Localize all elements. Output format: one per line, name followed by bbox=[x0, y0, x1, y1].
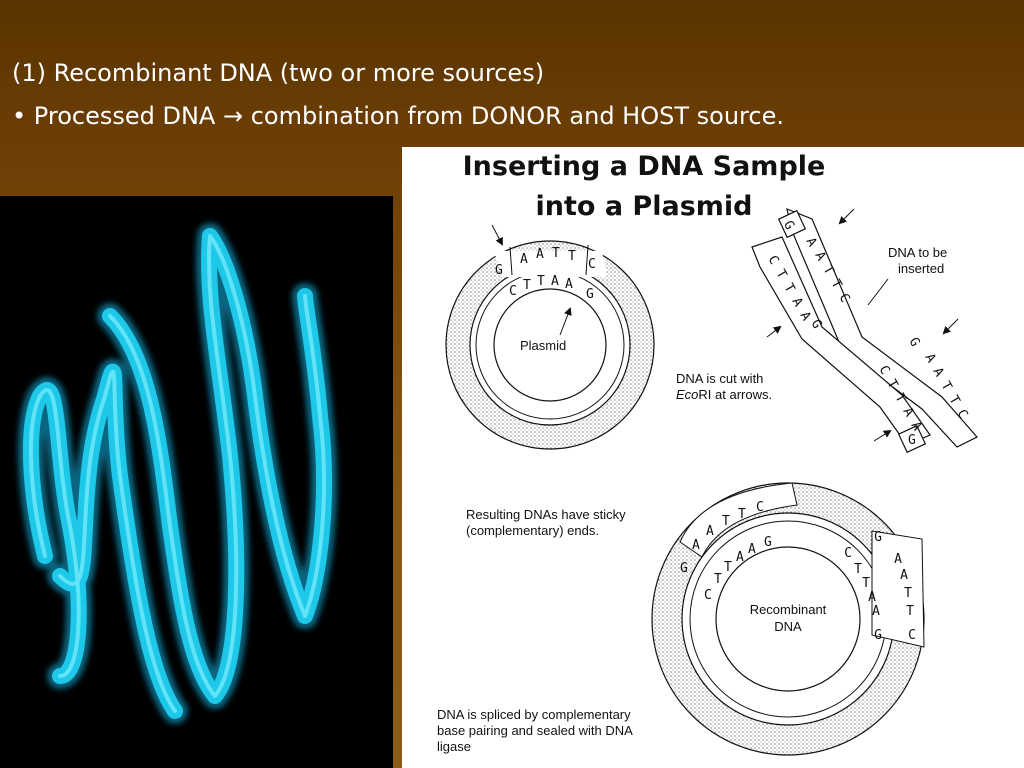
figure-title-line-2: into a Plasmid bbox=[535, 191, 752, 222]
base-g: G bbox=[495, 263, 503, 278]
base-g: G bbox=[680, 561, 688, 576]
recombinant-ring bbox=[651, 482, 925, 756]
base-t: T bbox=[738, 507, 746, 522]
plasmid-label: Plasmid bbox=[520, 338, 566, 353]
dna-strand-photo bbox=[0, 196, 393, 768]
cut-arrow bbox=[838, 208, 855, 225]
base-g: G bbox=[874, 530, 882, 545]
sticky-label-line-1: Resulting DNAs have sticky bbox=[466, 507, 626, 522]
base-a: A bbox=[748, 542, 756, 557]
base-c: C bbox=[908, 628, 916, 643]
base-t: T bbox=[552, 246, 560, 261]
base-a: A bbox=[536, 247, 544, 262]
base-t: T bbox=[523, 278, 531, 293]
base-a: A bbox=[520, 252, 528, 267]
cut-label-line-1: DNA is cut with bbox=[676, 371, 763, 386]
bullet: • bbox=[12, 102, 27, 130]
insert-dna-fragment bbox=[751, 208, 978, 454]
sticky-label-line-2: (complementary) ends. bbox=[466, 523, 599, 538]
base-a: A bbox=[736, 550, 744, 565]
base-t: T bbox=[938, 379, 955, 393]
spliced-label-line-2: base pairing and sealed with DNA bbox=[437, 723, 633, 738]
base-c: C bbox=[756, 500, 764, 515]
heading-text-b: combination from DONOR and HOST source. bbox=[250, 102, 784, 130]
base-a: A bbox=[706, 524, 714, 539]
plasmid-insertion-diagram: Inserting a DNA Sample into a Plasmid G … bbox=[402, 147, 1024, 768]
base-c: C bbox=[509, 284, 517, 299]
base-t: T bbox=[906, 604, 914, 619]
dna-label-line-2: inserted bbox=[898, 261, 944, 276]
base-g: G bbox=[908, 433, 916, 448]
arrow-icon: → bbox=[222, 102, 244, 130]
plasmid-ring bbox=[445, 240, 655, 450]
base-a: A bbox=[872, 604, 880, 619]
base-t: T bbox=[904, 586, 912, 601]
base-g: G bbox=[906, 335, 923, 349]
slide-heading-line-2: • Processed DNA → combination from DONOR… bbox=[12, 102, 784, 130]
figure-title-line-1: Inserting a DNA Sample bbox=[463, 151, 826, 182]
base-t: T bbox=[862, 576, 870, 591]
recombinant-label-line-1: Recombinant bbox=[750, 602, 827, 617]
base-c: C bbox=[704, 588, 712, 603]
spliced-label-line-3: ligase bbox=[437, 739, 471, 754]
spliced-label-line-1: DNA is spliced by complementary bbox=[437, 707, 631, 722]
base-t: T bbox=[568, 249, 576, 264]
slide-heading-line-1: (1) Recombinant DNA (two or more sources… bbox=[12, 59, 545, 87]
cut-arrow bbox=[873, 429, 892, 442]
base-a: A bbox=[565, 277, 573, 292]
base-g: G bbox=[586, 287, 594, 302]
base-c: C bbox=[588, 257, 596, 272]
base-t: T bbox=[724, 560, 732, 575]
cut-label-line-2: EcoRI at arrows. bbox=[676, 387, 772, 402]
base-c: C bbox=[844, 546, 852, 561]
base-t: T bbox=[854, 562, 862, 577]
heading-text-a: Processed DNA bbox=[33, 102, 216, 130]
base-g: G bbox=[874, 628, 882, 643]
base-a: A bbox=[900, 568, 908, 583]
base-t: T bbox=[722, 514, 730, 529]
base-a: A bbox=[930, 365, 947, 379]
cut-arrow bbox=[766, 325, 782, 338]
base-a: A bbox=[868, 590, 876, 605]
base-t: T bbox=[714, 572, 722, 587]
cut-arrow bbox=[942, 318, 959, 335]
base-a: A bbox=[551, 274, 559, 289]
base-a: A bbox=[922, 351, 939, 365]
recombinant-label-line-2: DNA bbox=[774, 619, 802, 634]
base-g: G bbox=[764, 535, 772, 550]
base-t: T bbox=[537, 274, 545, 289]
cut-arrow bbox=[491, 224, 503, 246]
label-pointer bbox=[867, 278, 889, 306]
cut-arrow bbox=[559, 307, 572, 336]
dna-label-line-1: DNA to be bbox=[888, 245, 947, 260]
base-a: A bbox=[692, 538, 700, 553]
base-a: A bbox=[894, 552, 902, 567]
